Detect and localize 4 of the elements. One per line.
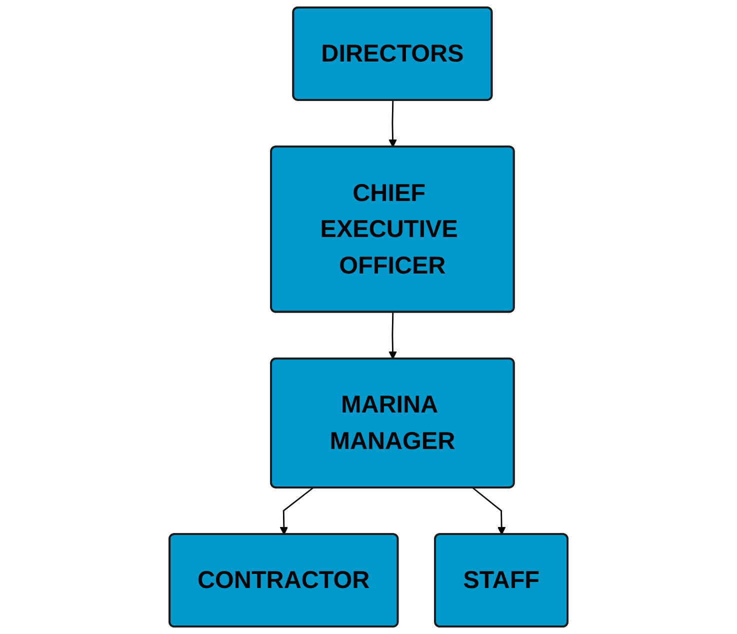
arrow <box>388 312 397 360</box>
arrow <box>388 100 397 148</box>
arrow <box>472 487 506 535</box>
arrow <box>280 487 314 535</box>
